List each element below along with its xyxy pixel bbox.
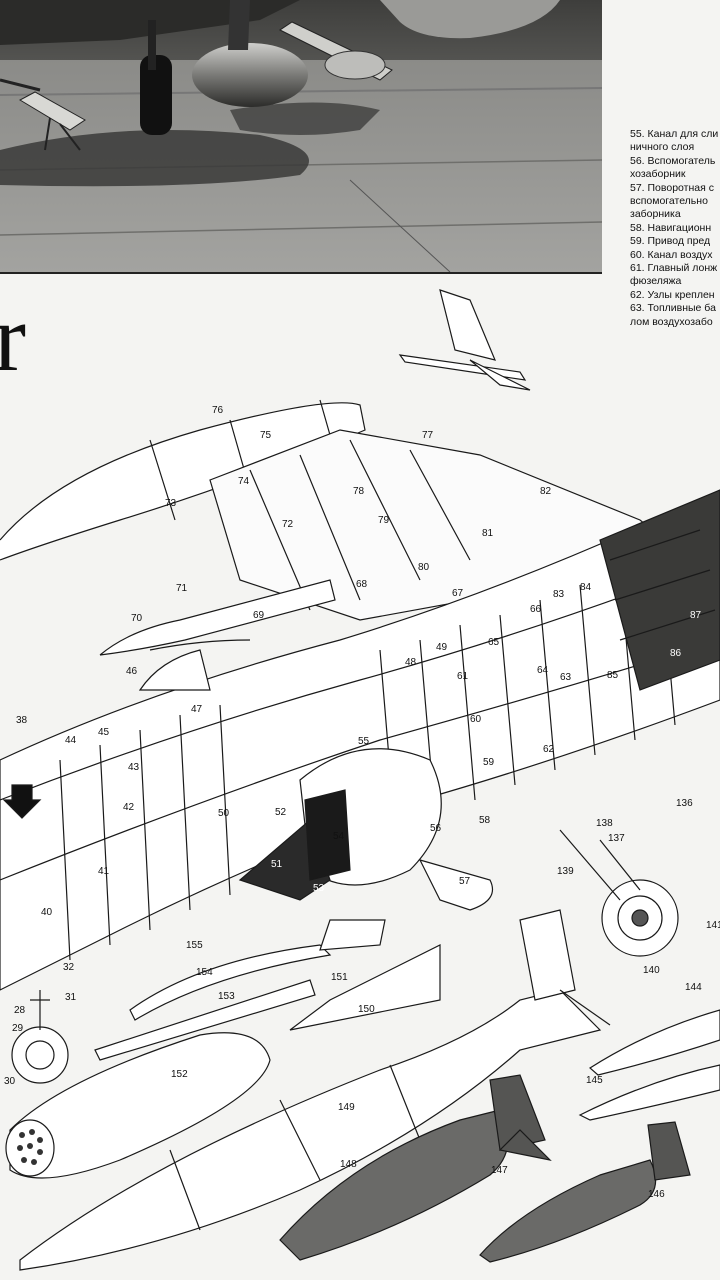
callout-label: 28: [14, 1005, 26, 1016]
callout-label: 44: [65, 735, 77, 746]
callout-label: 60: [470, 714, 482, 725]
legend-line: 56. Вспомогатель: [630, 154, 716, 167]
callout-label: 64: [537, 665, 549, 676]
callout-label: 78: [353, 486, 365, 497]
callout-label: 76: [212, 405, 224, 416]
legend-list: 55. Канал для сли ничного слоя 56. Вспом…: [630, 128, 720, 388]
callout-label: 82: [540, 486, 552, 497]
callout-label: 63: [560, 672, 572, 683]
callout-label: 62: [543, 744, 555, 755]
callout-label: 74: [238, 476, 250, 487]
callout-label: 32: [63, 962, 75, 973]
callout-label: 40: [41, 907, 53, 918]
callout-label: 65: [488, 637, 500, 648]
legend-line: 62. Узлы креплен: [630, 288, 715, 301]
callout-label: 144: [685, 982, 702, 993]
photo-scene: [0, 0, 602, 272]
legend-line: 63. Топливные ба: [630, 302, 716, 315]
callout-label: 155: [186, 940, 203, 951]
callout-label: 77: [422, 430, 434, 441]
callout-label: 59: [483, 757, 495, 768]
callout-label: 29: [12, 1023, 24, 1034]
callout-label: 38: [16, 715, 28, 726]
callout-label: 86: [670, 648, 682, 659]
callout-label: 30: [4, 1076, 16, 1087]
callout-label: 71: [176, 583, 188, 594]
callout-label: 49: [436, 642, 448, 653]
callout-label: 55: [358, 736, 370, 747]
callout-label: 80: [418, 562, 430, 573]
legend-line: лом воздухозабо: [630, 315, 713, 328]
callout-label: 138: [596, 818, 613, 829]
callout-label: 153: [218, 991, 235, 1002]
legend-line: хозаборник: [630, 168, 686, 181]
callout-label: 73: [165, 498, 177, 509]
callout-label: 146: [648, 1189, 665, 1200]
callout-labels: 76 75 77 74 73 78 82 72 79 81 80 71 68 6…: [4, 405, 720, 1200]
callout-label: 31: [65, 992, 77, 1003]
callout-label: 150: [358, 1004, 375, 1015]
callout-label: 147: [491, 1165, 508, 1176]
callout-label: 52: [275, 807, 287, 818]
callout-label: 137: [608, 833, 625, 844]
callout-label: 136: [676, 798, 693, 809]
callout-label: 50: [218, 808, 230, 819]
callout-label: 79: [378, 515, 390, 526]
callout-label: 67: [452, 588, 464, 599]
legend-line: 57. Поворотная с: [630, 181, 714, 194]
callout-label: 148: [340, 1159, 357, 1170]
callout-label: 46: [126, 666, 138, 677]
legend-line: вспомогательно: [630, 195, 708, 208]
legend-line: 58. Навигационн: [630, 221, 712, 234]
callout-label: 151: [331, 972, 348, 983]
aircraft-photo: [0, 0, 602, 274]
callout-label: 81: [482, 528, 494, 539]
callout-label: 141: [706, 920, 720, 931]
legend-line: заборника: [630, 208, 681, 221]
legend-line: 55. Канал для сли: [630, 128, 719, 140]
callout-label: 48: [405, 657, 417, 668]
callout-label: 83: [553, 589, 565, 600]
callout-label: 149: [338, 1102, 355, 1113]
callout-label: 152: [171, 1069, 188, 1080]
callout-label: 139: [557, 866, 574, 877]
callout-label: 154: [196, 967, 213, 978]
drawing-lines: [0, 289, 720, 1271]
callout-label: 41: [98, 866, 110, 877]
callout-label: 70: [131, 613, 143, 624]
callout-label: 84: [580, 582, 592, 593]
callout-label: 42: [123, 802, 135, 813]
callout-label: 51: [271, 859, 283, 870]
legend-line: 61. Главный лонж: [630, 262, 718, 275]
callout-label: 45: [98, 727, 110, 738]
callout-label: 58: [479, 815, 491, 826]
callout-label: 145: [586, 1075, 603, 1086]
callout-label: 85: [607, 670, 619, 681]
callout-label: 87: [690, 610, 702, 621]
title-letter: r: [0, 284, 26, 391]
legend-line: 60. Канал воздух: [630, 248, 713, 261]
callout-label: 66: [530, 604, 542, 615]
callout-label: 68: [356, 579, 368, 590]
callout-label: 54: [333, 831, 345, 842]
callout-label: 61: [457, 671, 469, 682]
legend-line: 59. Привод пред: [630, 235, 711, 248]
legend-line: фюзеляжа: [630, 275, 682, 288]
legend-line: ничного слоя: [630, 141, 695, 154]
callout-label: 56: [430, 823, 442, 834]
callout-label: 47: [191, 704, 203, 715]
callout-label: 57: [459, 876, 471, 887]
callout-label: 140: [643, 965, 660, 976]
callout-label: 75: [260, 430, 272, 441]
callout-label: 53: [313, 883, 325, 894]
callout-label: 43: [128, 762, 140, 773]
callout-label: 72: [282, 519, 294, 530]
cutaway-drawing: 76 75 77 74 73 78 82 72 79 81 80 71 68 6…: [0, 289, 720, 1271]
callout-label: 69: [253, 610, 265, 621]
